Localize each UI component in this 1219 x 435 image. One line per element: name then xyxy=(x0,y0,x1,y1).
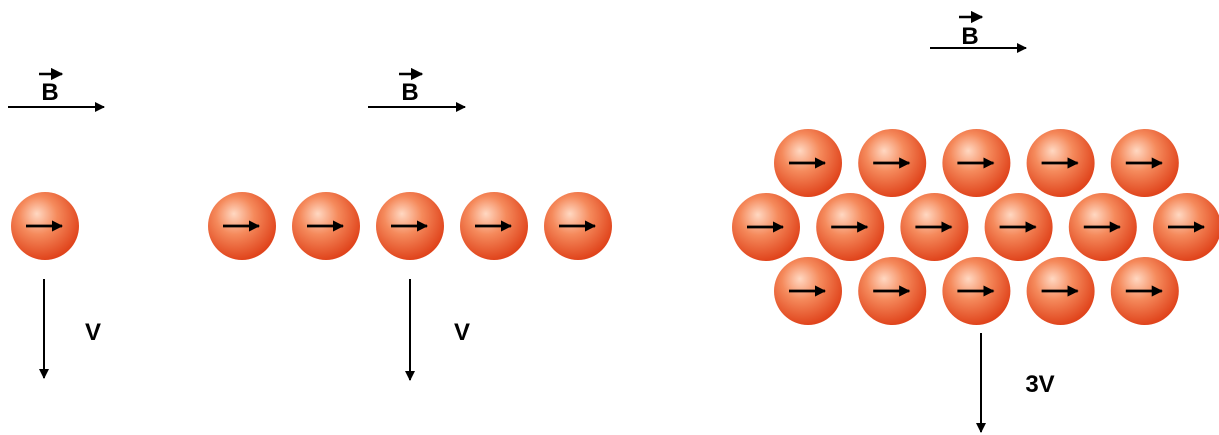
velocity-label: V xyxy=(85,319,101,346)
sphere-group xyxy=(732,129,1219,325)
panel-lattice-spins: B 3V xyxy=(732,10,1219,433)
spin-particle xyxy=(774,257,842,325)
spin-particle xyxy=(11,192,79,260)
spin-particle xyxy=(942,129,1011,197)
spin-particle xyxy=(292,192,360,260)
spin-particle xyxy=(1153,193,1219,261)
spin-particle xyxy=(858,257,927,325)
spin-particle xyxy=(774,129,842,197)
panel-chain-spins: B V xyxy=(208,67,612,381)
spin-particle xyxy=(1110,129,1179,197)
spin-particle xyxy=(1068,193,1137,261)
spin-particle xyxy=(544,192,612,260)
panel-single-spin: B V xyxy=(8,67,105,379)
spin-particle xyxy=(208,192,276,260)
spin-particle xyxy=(1026,129,1095,197)
sphere-group xyxy=(208,192,612,260)
spin-particle xyxy=(460,192,528,260)
spin-particle xyxy=(1110,257,1179,325)
spin-particle xyxy=(942,257,1011,325)
velocity-label: 3V xyxy=(1025,371,1054,398)
sphere-group xyxy=(11,192,79,260)
spin-particle xyxy=(816,193,885,261)
spin-particle xyxy=(984,193,1053,261)
spin-particle xyxy=(732,193,800,261)
field-label: B xyxy=(401,79,418,106)
field-label: B xyxy=(961,23,978,50)
spin-particle xyxy=(376,192,444,260)
spin-particle xyxy=(1026,257,1095,325)
spin-particle xyxy=(900,193,969,261)
spin-particle xyxy=(858,129,927,197)
field-label: B xyxy=(41,79,58,106)
velocity-label: V xyxy=(454,319,470,346)
